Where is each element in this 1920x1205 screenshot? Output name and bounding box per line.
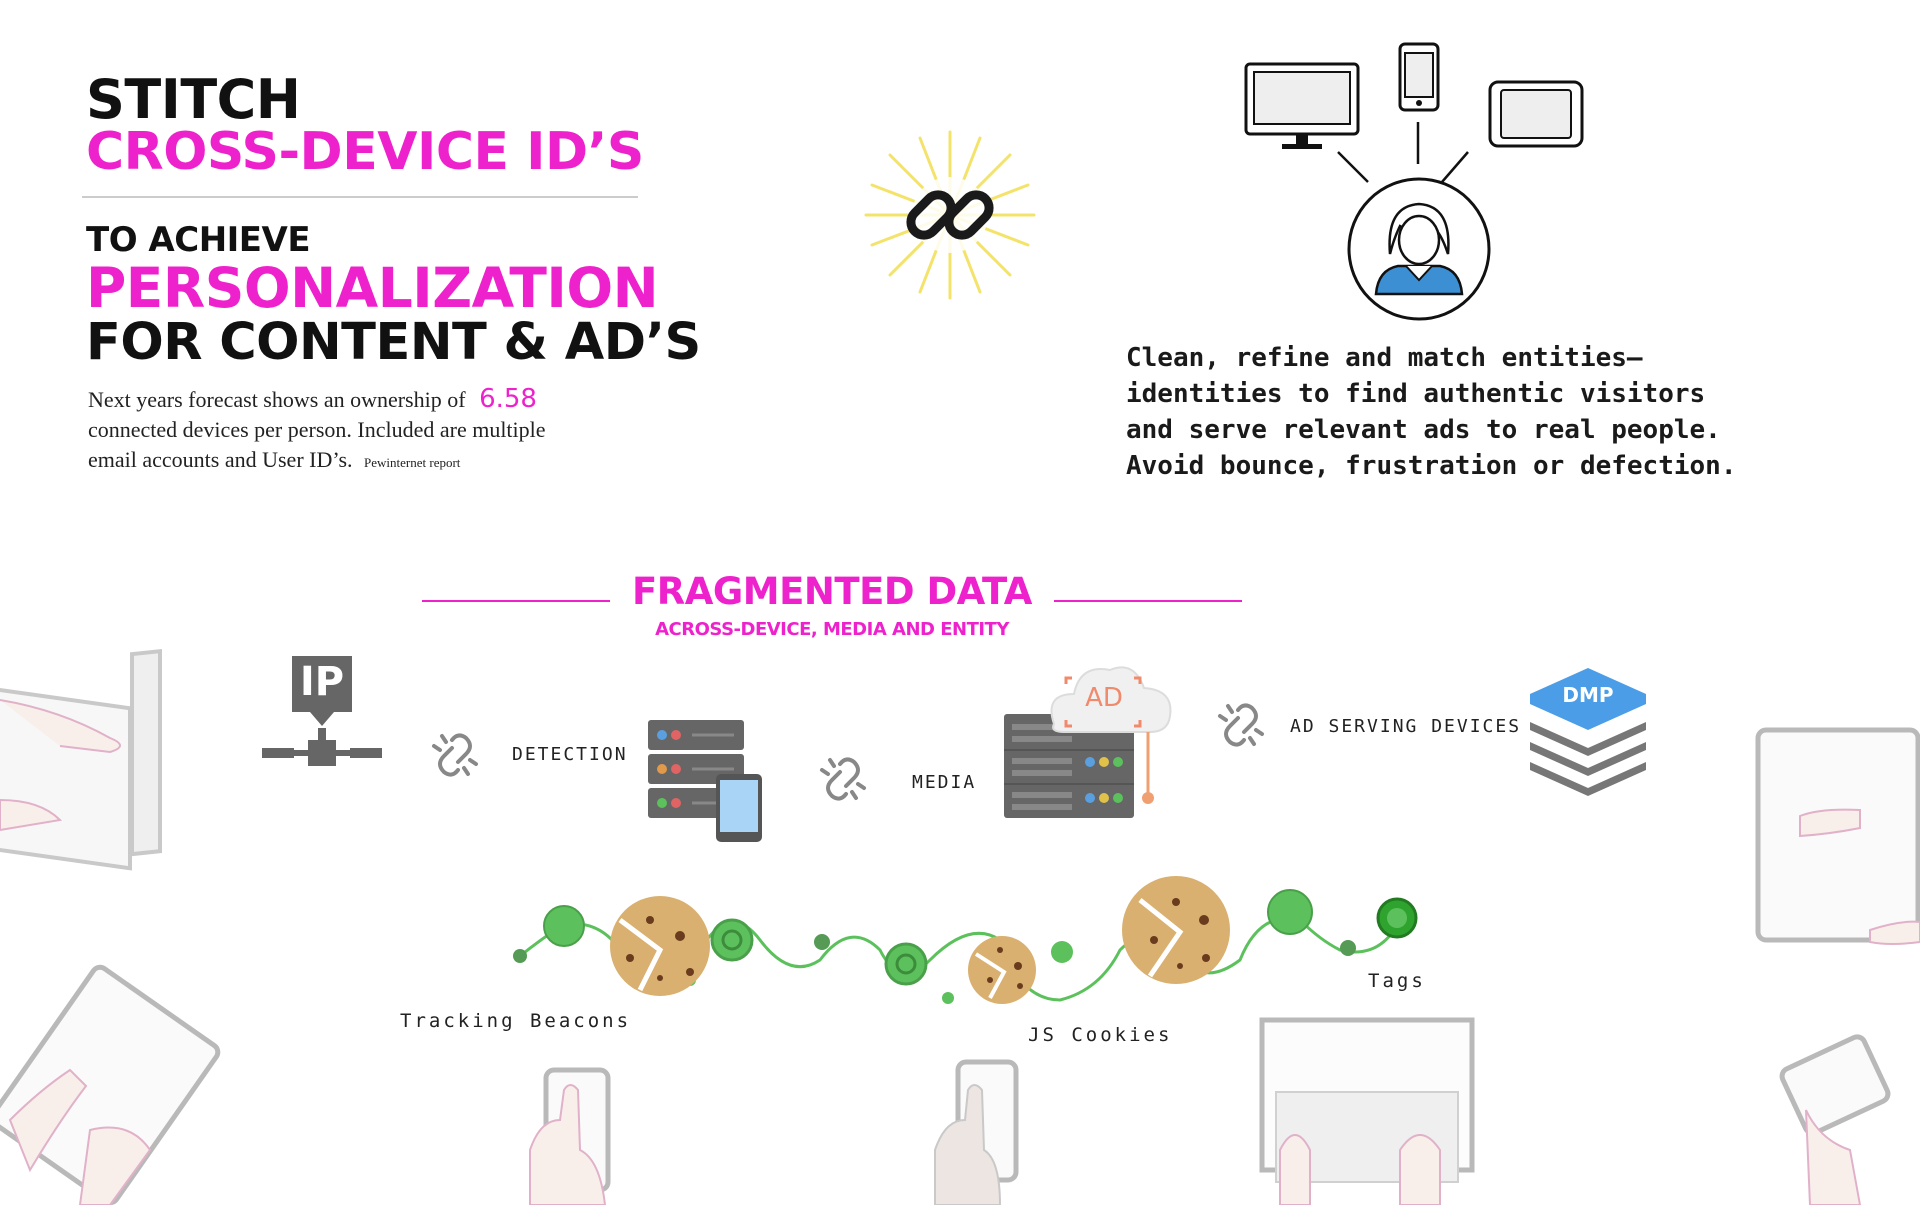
- device-connector-lines: [1337, 122, 1469, 183]
- media-label: MEDIA: [912, 772, 977, 793]
- description-block: Clean, refine and match entities— identi…: [1126, 340, 1736, 484]
- dmp-label: DMP: [1562, 683, 1614, 707]
- title-content-ads: FOR CONTENT & AD’S: [86, 313, 701, 372]
- js-cookies-label: JS Cookies: [1028, 1024, 1173, 1046]
- forecast-paragraph: Next years forecast shows an ownership o…: [88, 384, 708, 478]
- broken-link-icon: [432, 733, 478, 777]
- bottom-laptop-icon: [1259, 1017, 1475, 1173]
- title-stitch: STITCH: [86, 68, 301, 131]
- smartphone-icon: [1398, 42, 1440, 112]
- forecast-text: Next years forecast shows an ownership o…: [88, 387, 466, 412]
- forecast-source: Pewinternet report: [364, 455, 461, 470]
- left-tablet-icon: [0, 964, 221, 1205]
- title-divider: [82, 196, 638, 198]
- phone-left-icon: [543, 1067, 611, 1193]
- right-tablet-icon: [1755, 727, 1920, 943]
- forecast-line-3-text: email accounts and User ID’s.: [88, 447, 353, 472]
- desktop-monitor-icon: [1244, 62, 1360, 149]
- left-laptop-icon: [0, 648, 162, 871]
- server-tablet-icon: [648, 720, 762, 842]
- description-line: Clean, refine and match entities—: [1126, 343, 1643, 373]
- title-cross-device: CROSS-DEVICE ID’S: [86, 122, 644, 182]
- phone-center-icon: [955, 1059, 1019, 1183]
- section-subtitle: ACROSS-DEVICE, MEDIA AND ENTITY: [655, 619, 1009, 640]
- person-avatar-icon: [1347, 177, 1491, 321]
- media-server-cloud-icon: [1004, 666, 1172, 818]
- chain-link-burst-icon: [864, 130, 1036, 300]
- forecast-line-2: connected devices per person. Included a…: [88, 417, 546, 442]
- background-devices-illustration: [0, 648, 1920, 1205]
- section-title: FRAGMENTED DATA: [632, 570, 1032, 613]
- section-rule-left: [422, 600, 610, 602]
- tags-label: Tags: [1368, 970, 1426, 992]
- title-personalization: PERSONALIZATION: [86, 256, 659, 320]
- tracking-beacons-label: Tracking Beacons: [400, 1010, 632, 1032]
- bottom-right-tablet-icon: [1779, 1034, 1891, 1136]
- dmp-stack-icon: [1530, 668, 1646, 796]
- description-line: identities to find authentic visitors: [1126, 379, 1706, 409]
- cookie-icon: [1122, 876, 1230, 984]
- tracking-chain-illustration: [513, 876, 1418, 1004]
- forecast-number: 6.58: [479, 384, 537, 414]
- title-to-achieve: TO ACHIEVE: [86, 220, 311, 260]
- ip-network-icon: [262, 656, 382, 766]
- ip-label: IP: [299, 659, 345, 705]
- tablet-icon: [1488, 80, 1584, 148]
- description-line: Avoid bounce, frustration or defection.: [1126, 451, 1737, 481]
- cookie-icon: [968, 936, 1036, 1004]
- detection-label: DETECTION: [512, 744, 628, 765]
- description-line: and serve relevant ads to real people.: [1126, 415, 1721, 445]
- section-rule-right: [1054, 600, 1242, 602]
- cookie-icon: [610, 896, 710, 996]
- broken-link-icon: [820, 757, 866, 801]
- ad-serving-label: AD SERVING DEVICES: [1290, 716, 1522, 737]
- forecast-line-3: email accounts and User ID’s. Pewinterne…: [88, 445, 708, 478]
- ad-label: AD: [1085, 683, 1123, 713]
- broken-link-icon: [1218, 703, 1264, 747]
- forecast-line-1: Next years forecast shows an ownership o…: [88, 384, 708, 415]
